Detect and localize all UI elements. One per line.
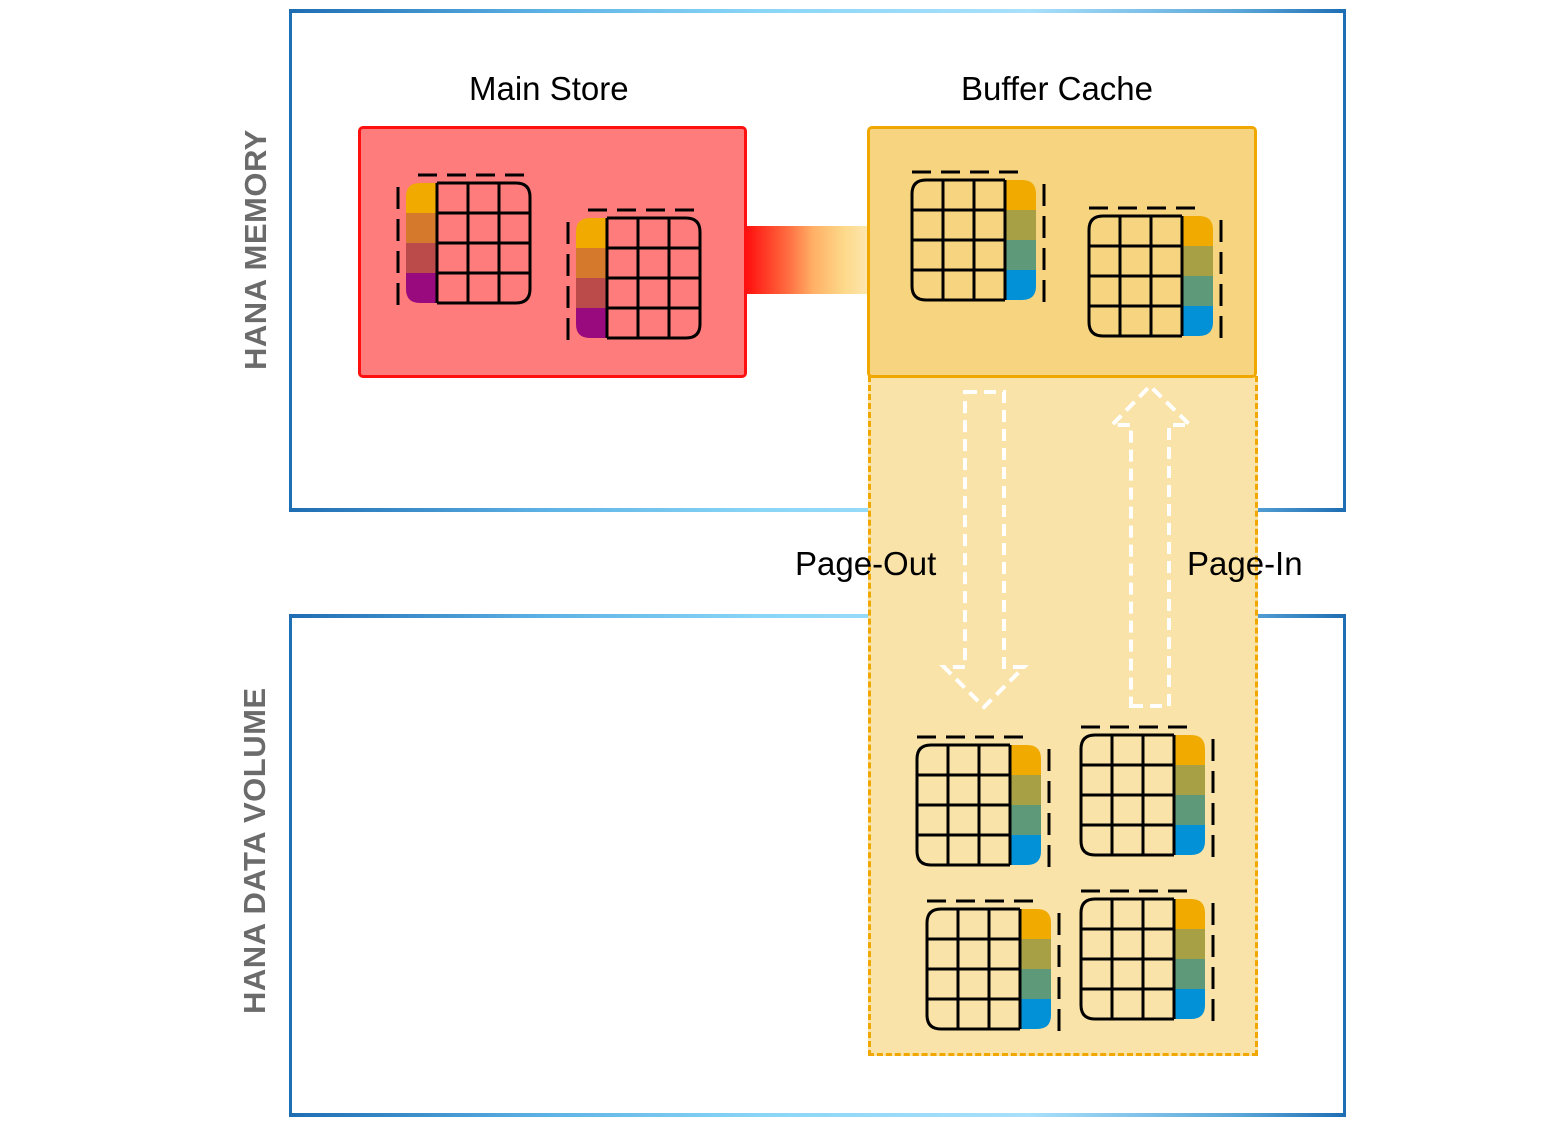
column-segment bbox=[1005, 210, 1036, 240]
column-segment bbox=[1010, 835, 1041, 865]
column-segment bbox=[1174, 959, 1205, 989]
column-segment bbox=[1174, 899, 1205, 929]
page-in-label: Page-In bbox=[1187, 545, 1303, 582]
column-segment bbox=[1182, 276, 1213, 306]
column-segment bbox=[1020, 909, 1051, 939]
column-segment bbox=[1182, 216, 1213, 246]
buffer-cache-table bbox=[1087, 206, 1223, 340]
column-segment bbox=[576, 248, 607, 278]
column-segment bbox=[1182, 306, 1213, 336]
column-segment bbox=[406, 213, 437, 243]
main-store-title: Main Store bbox=[469, 70, 629, 107]
column-segment bbox=[1005, 270, 1036, 300]
page-out-arrow-shape bbox=[939, 390, 1029, 710]
data-volume-table bbox=[1079, 889, 1215, 1023]
column-segment bbox=[406, 243, 437, 273]
column-segment bbox=[1174, 765, 1205, 795]
column-segment bbox=[1010, 805, 1041, 835]
column-segment bbox=[1010, 745, 1041, 775]
column-segment bbox=[1174, 735, 1205, 765]
buffer-cache-table bbox=[910, 170, 1046, 304]
main-store-table bbox=[566, 208, 702, 342]
column-segment bbox=[406, 183, 437, 213]
panel-bottom-border bbox=[289, 508, 1346, 512]
column-segment bbox=[406, 273, 437, 303]
store-connector bbox=[745, 226, 869, 294]
buffer-cache-title: Buffer Cache bbox=[961, 70, 1154, 107]
column-segment bbox=[1020, 939, 1051, 969]
column-segment bbox=[576, 278, 607, 308]
column-segment bbox=[1174, 795, 1205, 825]
panel-top-border bbox=[289, 9, 1346, 13]
page-out-label: Page-Out bbox=[795, 545, 937, 582]
column-segment bbox=[1174, 929, 1205, 959]
column-segment bbox=[1020, 969, 1051, 999]
column-segment bbox=[1182, 246, 1213, 276]
column-segment bbox=[1174, 825, 1205, 855]
column-segment bbox=[1020, 999, 1051, 1029]
panel-bottom-border bbox=[289, 1113, 1346, 1117]
hana-data-volume-panel bbox=[289, 614, 1346, 1117]
column-segment bbox=[1174, 989, 1205, 1019]
data-volume-table bbox=[1079, 725, 1215, 859]
hana-memory-panel bbox=[289, 9, 1346, 512]
data-volume-table bbox=[925, 899, 1061, 1033]
column-segment bbox=[1005, 240, 1036, 270]
data-volume-table bbox=[915, 735, 1051, 869]
column-segment bbox=[576, 308, 607, 338]
column-segment bbox=[1005, 180, 1036, 210]
column-segment bbox=[576, 218, 607, 248]
page-in-arrow-shape bbox=[1107, 383, 1195, 708]
main-store-table bbox=[396, 173, 532, 307]
panel-top-border bbox=[289, 614, 1346, 618]
column-segment bbox=[1010, 775, 1041, 805]
